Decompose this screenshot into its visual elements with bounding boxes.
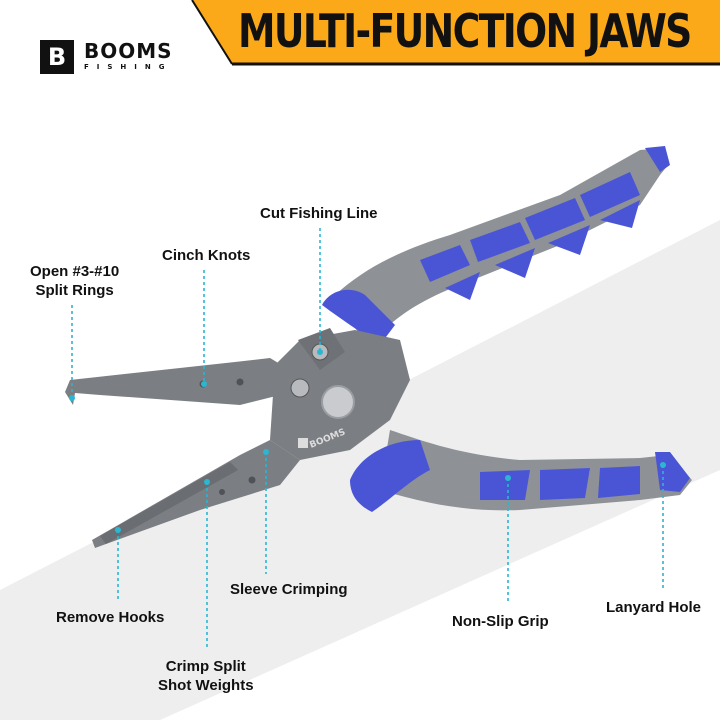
banner-title: MULTI-FUNCTION JAWS [238,4,692,58]
lower-handle [350,430,692,512]
upper-jaw [65,358,290,405]
callout-sleeve-crimping: Sleeve Crimping [230,581,348,598]
brand-name: BOOMS [84,39,173,63]
callout-non-slip-grip: Non-Slip Grip [452,613,549,630]
callout-lanyard-hole: Lanyard Hole [606,599,702,616]
callout-cinch-knots: Cinch Knots [162,247,251,264]
upper-handle [322,146,670,345]
callout-open-split-rings: Open #3-#10 Split Rings [30,263,120,299]
title-banner [191,0,720,66]
callout-cut-fishing-line: Cut Fishing Line [260,205,378,222]
brand-mark-icon: B [40,40,74,74]
brand-logo: B BOOMS FISHING [40,40,173,74]
brand-subtitle: FISHING [84,63,173,71]
callout-crimp-split-shot: Crimp Split Shot Weights [158,658,254,694]
callout-remove-hooks: Remove Hooks [56,609,165,626]
pivot-body: BOOMS [270,328,410,460]
serrated-teeth [100,462,238,544]
